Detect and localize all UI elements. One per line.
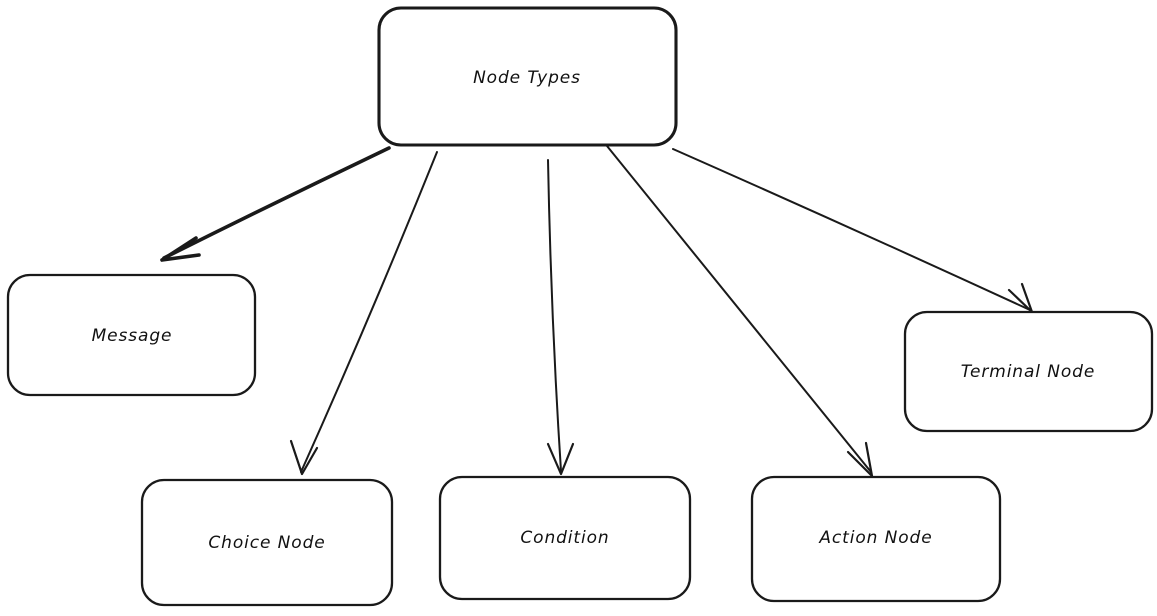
node-label: Choice Node bbox=[208, 533, 325, 553]
node-message[interactable]: Message bbox=[6, 273, 257, 397]
edge-line bbox=[162, 146, 391, 260]
node-root[interactable]: Node Types bbox=[377, 6, 678, 147]
edge-root-to-choice[interactable] bbox=[289, 151, 438, 476]
edge-line bbox=[606, 145, 872, 473]
node-box bbox=[377, 6, 678, 147]
node-box bbox=[140, 478, 394, 607]
node-label: Terminal Node bbox=[961, 362, 1095, 382]
arrow-head-icon bbox=[546, 442, 575, 476]
arrow-head-icon bbox=[846, 441, 874, 478]
edge-line bbox=[300, 151, 438, 473]
edge-line bbox=[672, 148, 1031, 311]
node-label: Condition bbox=[520, 528, 609, 548]
node-label: Action Node bbox=[818, 528, 932, 548]
edge-root-to-condition[interactable] bbox=[546, 159, 575, 476]
edge-root-to-message[interactable] bbox=[160, 146, 391, 262]
nodes-layer: Node Types Message Choice Node Condition… bbox=[6, 6, 1154, 607]
node-label: Node Types bbox=[473, 68, 581, 88]
node-choice[interactable]: Choice Node bbox=[140, 478, 394, 607]
arrow-head-icon bbox=[160, 236, 201, 262]
edge-root-to-terminal[interactable] bbox=[672, 148, 1034, 314]
edge-line bbox=[547, 159, 562, 472]
node-box bbox=[750, 475, 1002, 603]
node-action[interactable]: Action Node bbox=[750, 475, 1002, 603]
node-box bbox=[903, 310, 1154, 433]
node-box bbox=[6, 273, 257, 397]
node-label: Message bbox=[92, 326, 173, 346]
node-condition[interactable]: Condition bbox=[438, 475, 692, 601]
edges-layer bbox=[160, 145, 1034, 478]
arrow-head-icon bbox=[1007, 282, 1034, 314]
arrow-head-icon bbox=[289, 439, 319, 476]
edge-root-to-action[interactable] bbox=[606, 145, 874, 478]
node-terminal[interactable]: Terminal Node bbox=[903, 310, 1154, 433]
node-box bbox=[438, 475, 692, 601]
